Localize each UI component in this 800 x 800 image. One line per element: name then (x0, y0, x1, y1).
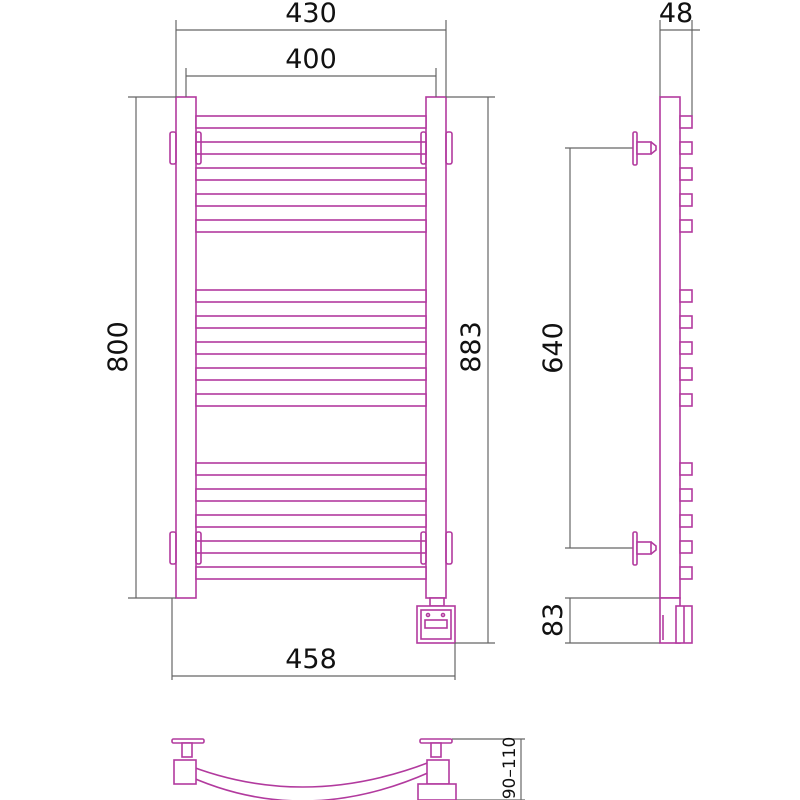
crossbar (195, 193, 427, 207)
mount-bracket (445, 131, 453, 165)
crossbar (195, 540, 427, 554)
crossbar-end (679, 219, 693, 233)
crossbar-end (679, 167, 693, 181)
crossbar (195, 393, 427, 407)
heater-control-box (416, 597, 456, 644)
dim-90-110: 90–110 (500, 737, 520, 800)
crossbar-end (679, 315, 693, 329)
crossbar-end (679, 566, 693, 580)
crossbar (195, 115, 427, 129)
dimension-labels: 430 400 800 883 458 48 640 83 90–110 (103, 0, 693, 799)
dimension-lines (128, 20, 700, 800)
dim-430: 430 (285, 0, 337, 29)
dim-458: 458 (285, 644, 337, 675)
crossbar-end (679, 514, 693, 528)
crossbar (195, 566, 427, 580)
crossbar-end (679, 462, 693, 476)
mount-bracket (420, 131, 427, 165)
mount-bracket (420, 531, 427, 565)
crossbar-end (679, 341, 693, 355)
dim-883: 883 (456, 321, 487, 373)
dim-400: 400 (285, 44, 337, 75)
crossbar (195, 514, 427, 528)
crossbars (195, 115, 427, 580)
crossbar-end (679, 193, 693, 207)
dim-83: 83 (538, 603, 569, 637)
crossbar (195, 341, 427, 355)
crossbar (195, 167, 427, 181)
crossbar-ends (679, 115, 693, 580)
crossbar (195, 488, 427, 502)
mount-bracket (195, 131, 202, 165)
mount-bracket (169, 131, 177, 165)
crossbar-end (679, 289, 693, 303)
crossbar-end (679, 540, 693, 554)
dim-48: 48 (659, 0, 693, 29)
crossbar (195, 141, 427, 155)
crossbar (195, 289, 427, 303)
mount-bracket (195, 531, 202, 565)
side-view (632, 96, 693, 644)
wall-bracket (632, 131, 657, 166)
crossbar (195, 367, 427, 381)
crossbar-end (679, 393, 693, 407)
crossbar-end (679, 367, 693, 381)
mount-bracket (445, 531, 453, 565)
front-view (169, 96, 456, 644)
crossbar (195, 315, 427, 329)
heater-side (659, 597, 693, 644)
dim-640: 640 (538, 322, 569, 374)
crossbar-end (679, 488, 693, 502)
crossbar (195, 462, 427, 476)
left-rail (175, 96, 197, 599)
crossbar-end (679, 141, 693, 155)
right-rail (425, 96, 447, 599)
mount-bracket (169, 531, 177, 565)
top-view (171, 738, 457, 800)
crossbar-end (679, 115, 693, 129)
wall-bracket (632, 531, 657, 566)
dim-800: 800 (103, 321, 134, 373)
crossbar (195, 219, 427, 233)
